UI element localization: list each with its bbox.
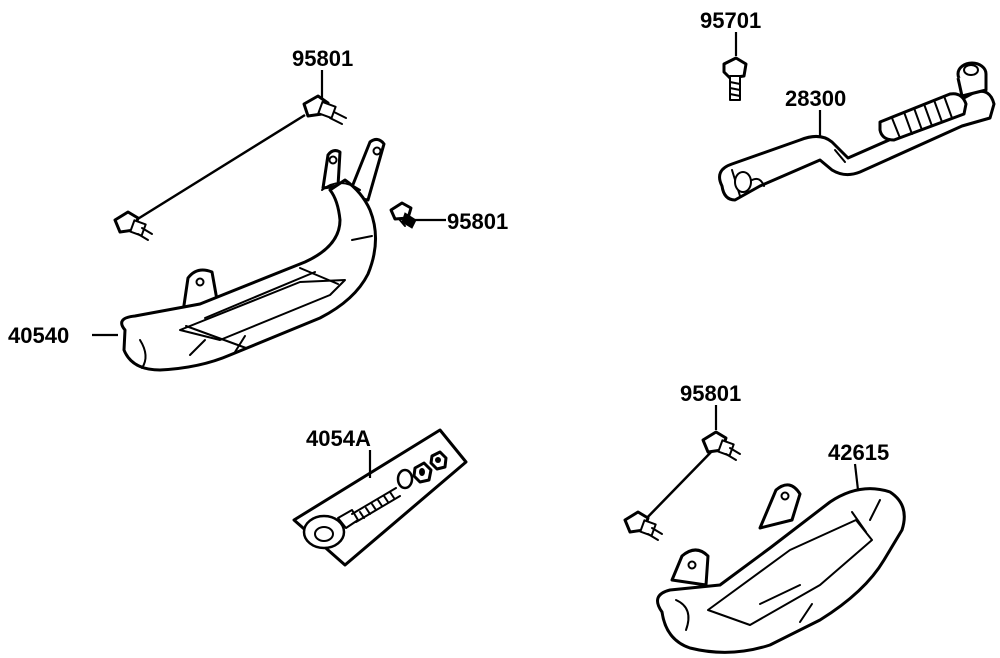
bolt-95801-upper-icon bbox=[302, 94, 347, 125]
callout-40540: 40540 bbox=[8, 323, 69, 348]
bolt-95801-br-lower-icon bbox=[623, 510, 663, 541]
bolt-95701-icon bbox=[722, 56, 748, 101]
callout-95801-middle: 95801 bbox=[447, 209, 508, 234]
callout-95701: 95701 bbox=[700, 8, 761, 33]
callout-42615: 42615 bbox=[828, 440, 889, 465]
bolt-95801-middle-icon bbox=[389, 201, 417, 229]
leader-lines bbox=[92, 32, 860, 491]
adjuster-kit-4054A-icon bbox=[292, 428, 468, 567]
footrest-42615-icon bbox=[639, 447, 906, 654]
kick-lever-28300-icon bbox=[718, 61, 996, 202]
callout-95801-top-left: 95801 bbox=[292, 46, 353, 71]
bolt-95801-br-upper-icon bbox=[701, 430, 741, 461]
footrest-40540-icon bbox=[120, 113, 386, 372]
callout-95801-bottom-right: 95801 bbox=[680, 381, 741, 406]
callout-4054A: 4054A bbox=[306, 426, 371, 451]
callout-28300: 28300 bbox=[785, 86, 846, 111]
bolt-95801-lower-icon bbox=[113, 210, 153, 241]
